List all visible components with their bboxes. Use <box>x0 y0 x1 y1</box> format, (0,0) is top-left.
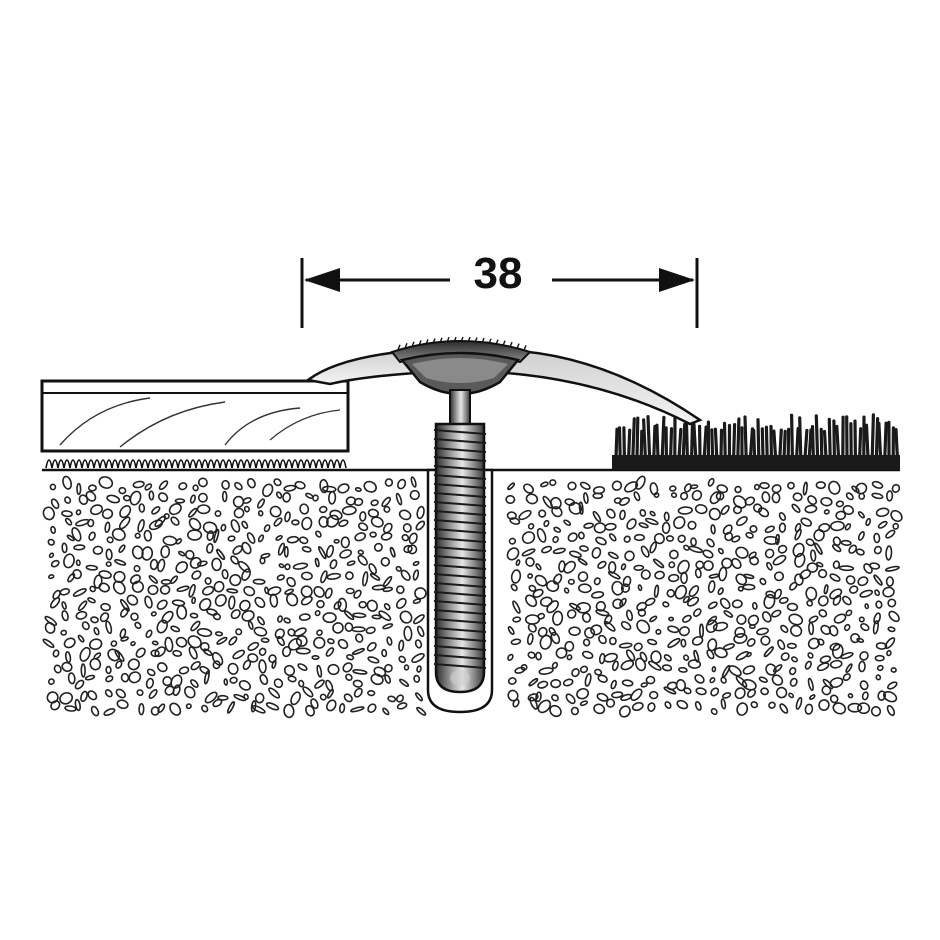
profile-ridges <box>397 336 527 351</box>
dimension-annotation: 38 <box>300 249 699 328</box>
dimension-label: 38 <box>474 249 523 298</box>
dimension-arrow-right <box>659 268 695 292</box>
dimension-arrow-left <box>304 268 340 292</box>
transition-profile <box>304 336 703 426</box>
underlay-layer <box>42 450 348 469</box>
screw-threads <box>433 429 487 669</box>
fixing-screw <box>433 389 487 694</box>
carpet-pile <box>614 412 900 460</box>
laminate-floor <box>40 379 350 453</box>
concrete-pebbles <box>42 475 903 719</box>
carpet-floor <box>612 412 900 470</box>
